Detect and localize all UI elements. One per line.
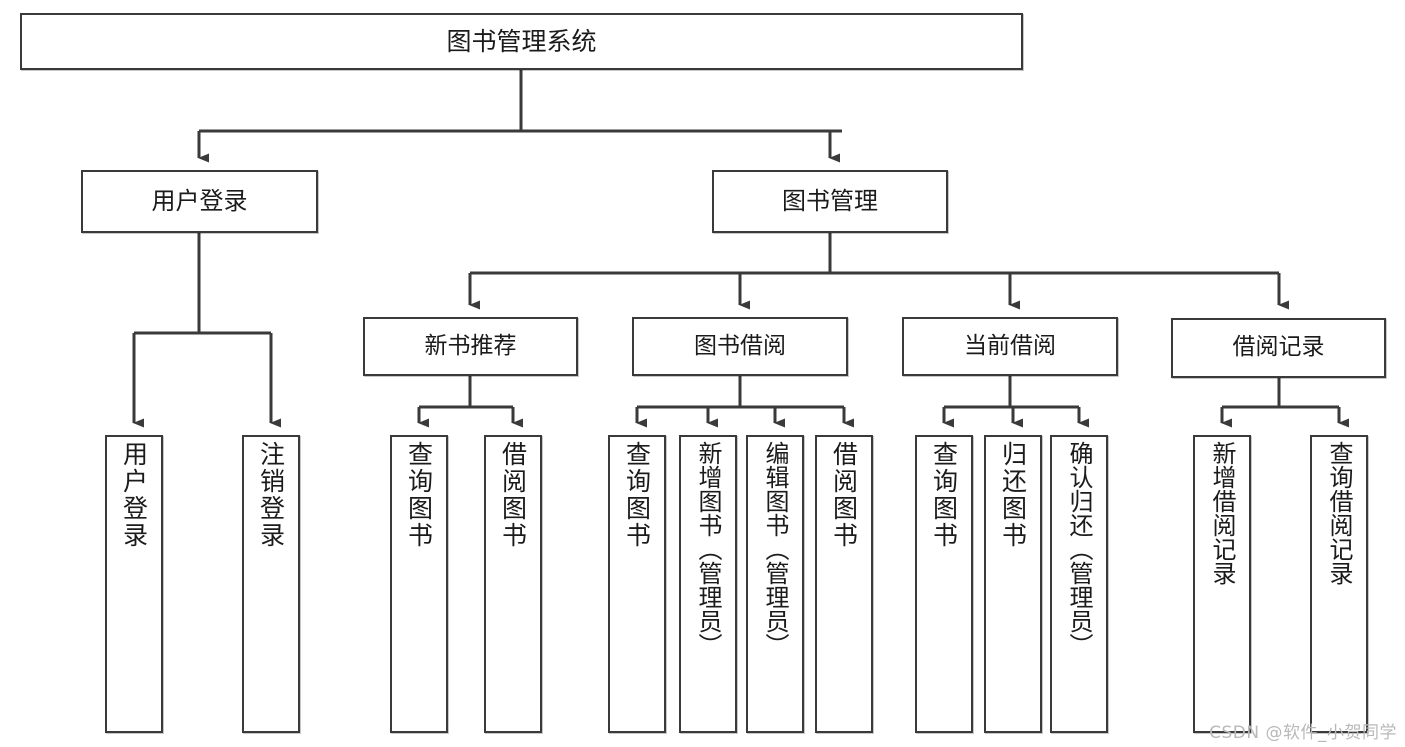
node-label: 归还图书	[998, 441, 1028, 549]
node-label: 图书借阅	[694, 332, 786, 359]
node-label: 查询借阅记录	[1325, 441, 1353, 585]
node-leaf-return-book[interactable]: 归还图书	[984, 435, 1042, 733]
node-user-login[interactable]: 用户登录	[81, 170, 318, 233]
watermark-text: CSDN @软件_小贺同学	[1209, 723, 1397, 743]
node-label: 编辑图书（管理员）	[761, 441, 789, 657]
node-leaf-edit-book-admin[interactable]: 编辑图书（管理员）	[746, 435, 804, 733]
node-label: 用户登录	[151, 187, 248, 216]
node-label: 新增借阅记录	[1208, 441, 1236, 585]
node-label: 借阅记录	[1232, 334, 1325, 361]
node-leaf-query-borrow-record[interactable]: 查询借阅记录	[1310, 435, 1368, 733]
node-label: 图书管理系统	[446, 26, 597, 56]
node-label: 查询图书	[404, 441, 434, 549]
node-label: 借阅图书	[498, 441, 528, 549]
node-leaf-borrow-book[interactable]: 借阅图书	[815, 435, 873, 733]
node-leaf-borrow-book-new[interactable]: 借阅图书	[484, 435, 542, 733]
node-leaf-query-book-borrow[interactable]: 查询图书	[608, 435, 666, 733]
node-new-book-recommendation[interactable]: 新书推荐	[363, 317, 578, 376]
node-borrowing-record[interactable]: 借阅记录	[1171, 318, 1386, 378]
node-leaf-add-borrow-record[interactable]: 新增借阅记录	[1193, 435, 1251, 733]
node-leaf-logout[interactable]: 注销登录	[242, 435, 300, 733]
node-label: 借阅图书	[829, 441, 859, 549]
node-label: 用户登录	[119, 441, 149, 549]
node-leaf-query-book-new[interactable]: 查询图书	[390, 435, 448, 733]
node-current-borrowing[interactable]: 当前借阅	[902, 317, 1118, 376]
node-leaf-user-login[interactable]: 用户登录	[105, 435, 163, 733]
node-label: 注销登录	[256, 441, 286, 549]
node-leaf-add-book-admin[interactable]: 新增图书（管理员）	[679, 435, 737, 733]
node-label: 新增图书（管理员）	[694, 441, 722, 657]
node-label: 查询图书	[622, 441, 652, 549]
node-label: 新书推荐	[424, 332, 517, 359]
node-book-management[interactable]: 图书管理	[712, 170, 948, 233]
node-leaf-query-book-current[interactable]: 查询图书	[915, 435, 973, 733]
node-root-book-management-system[interactable]: 图书管理系统	[20, 13, 1023, 70]
node-book-borrowing[interactable]: 图书借阅	[632, 317, 848, 376]
node-label: 确认归还（管理员）	[1065, 441, 1093, 657]
node-label: 查询图书	[929, 441, 959, 549]
node-label: 当前借阅	[964, 332, 1056, 359]
node-label: 图书管理	[782, 187, 878, 216]
node-leaf-confirm-return-admin[interactable]: 确认归还（管理员）	[1050, 435, 1108, 733]
